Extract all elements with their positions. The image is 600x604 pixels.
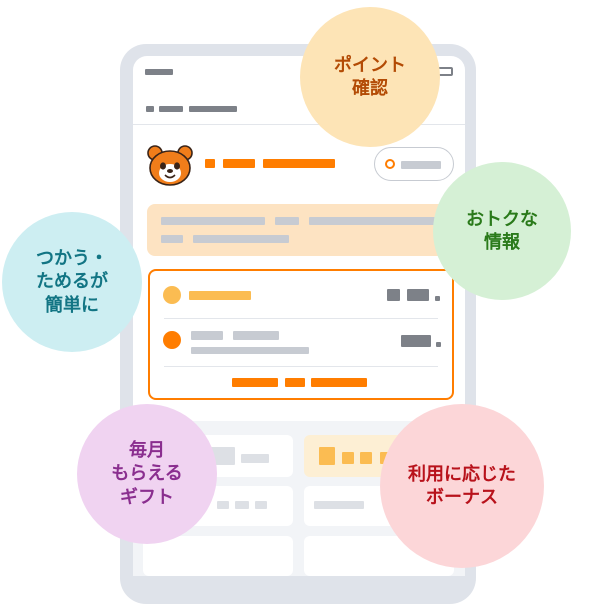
header-text-a [159,106,183,112]
card-divider-1 [164,318,438,319]
bubble-points-check: ポイント 確認 [300,7,440,147]
points-pill-icon [385,159,395,169]
row-2-sublabel [191,347,309,354]
header-dot [146,106,154,112]
points-card[interactable] [148,269,454,400]
tile-3-bar-c [255,501,267,509]
bubble-points-line1: ポイント [334,54,406,76]
info-banner[interactable] [147,204,465,256]
bubble-deals-info: おトクな 情報 [433,162,571,300]
bubble-gifts-line1: 毎月 [129,440,165,462]
grid-tile-5[interactable] [143,536,293,576]
header-text-b [189,106,237,112]
tile-2-bar-a [319,447,335,465]
bubble-easy-use: つかう・ ためるが 簡単に [2,212,142,352]
banner-text-a [161,217,265,225]
tile-4-bar-a [314,501,364,509]
banner-text-e [193,235,289,243]
row-2-label-a [191,331,223,340]
tile-2-bar-b [342,452,354,464]
row-1-value-c [435,296,440,301]
row-2-value-b [436,342,441,347]
username-bar-c [263,159,335,168]
tile-3-bar-a [217,501,229,509]
bubble-deals-line1: おトクな [466,208,538,230]
bubble-usage-line3: 簡単に [45,294,99,316]
username-bar-a [205,159,215,168]
status-bar-time [145,69,173,75]
card-divider-2 [164,366,438,367]
row-1-dot-icon [163,286,181,304]
header-divider [133,124,465,125]
points-pill-text [401,161,441,169]
row-1-label [189,291,251,300]
card-link-b[interactable] [285,378,305,387]
banner-text-d [161,235,183,243]
username-bar-b [223,159,255,168]
bubble-gifts-line2: もらえる [111,463,183,485]
row-1-value-b [407,289,429,301]
bubble-usage-line2: ためるが [36,271,108,293]
tile-3-bar-b [235,501,249,509]
bubble-usage-bonus: 利用に応じた ボーナス [380,404,544,568]
card-link-c[interactable] [311,378,367,387]
banner-text-c [309,217,449,225]
bubble-usage-line1: つかう・ [36,248,108,270]
bubble-bonus-line1: 利用に応じた [408,463,516,485]
bubble-deals-line2: 情報 [484,232,520,253]
tile-1-bar-b [241,454,269,463]
points-pill-button[interactable] [374,147,454,181]
row-2-dot-icon [163,331,181,349]
banner-text-b [275,217,299,225]
row-1-value-a [387,289,400,301]
bubble-gifts-line3: ギフト [120,486,174,508]
row-2-value-a [401,335,431,347]
row-2-label-b [233,331,279,340]
bubble-monthly-gift: 毎月 もらえる ギフト [77,404,217,544]
bubble-points-line2: 確認 [352,78,388,99]
tile-2-bar-c [360,452,372,464]
bear-mascot-icon [147,145,193,187]
card-link-a[interactable] [232,378,278,387]
bubble-bonus-line2: ボーナス [426,487,498,508]
